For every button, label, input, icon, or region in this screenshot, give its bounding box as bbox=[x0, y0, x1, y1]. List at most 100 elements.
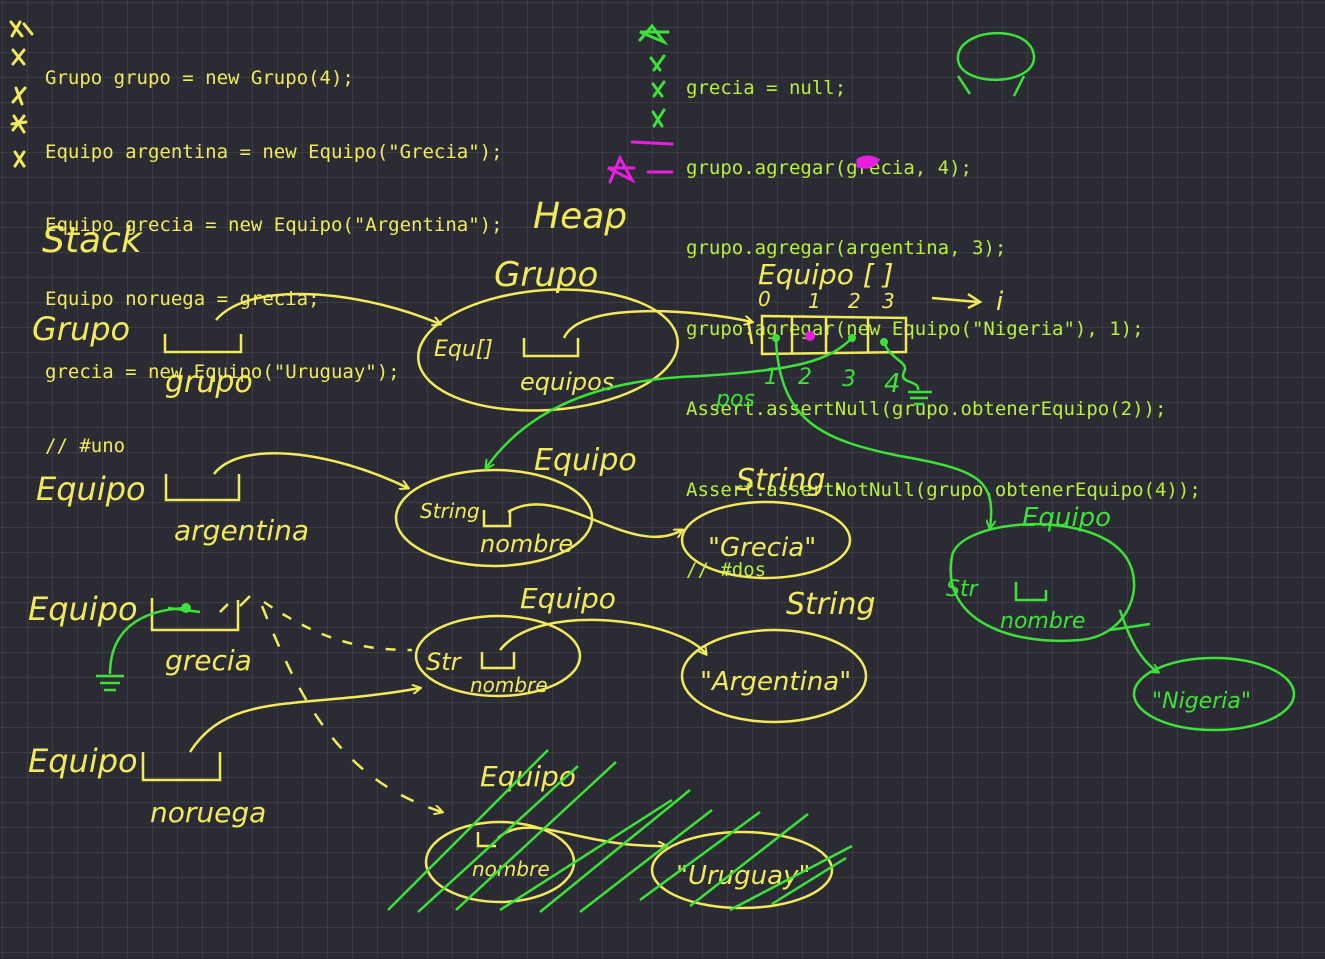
dos-annotations bbox=[96, 337, 1296, 913]
check-mark bbox=[10, 114, 28, 134]
ref-arrow bbox=[499, 618, 706, 654]
string-object-grecia bbox=[680, 500, 852, 580]
var-box-argentina bbox=[164, 474, 241, 502]
slot-dot bbox=[880, 338, 888, 346]
var-type-label: Equipo bbox=[28, 742, 138, 780]
null-ground bbox=[908, 390, 932, 406]
stack-section: Grupo grupo Equipo argentina Equipo grec… bbox=[28, 310, 309, 829]
position-label: 4 bbox=[884, 369, 901, 399]
var-box-grecia bbox=[150, 598, 240, 632]
code-block-right: grecia = null; grupo.agregar(grecia, 4);… bbox=[686, 21, 1201, 611]
position-label: 2 bbox=[798, 365, 812, 390]
check-mark bbox=[651, 108, 666, 128]
code-line: Assert.assertNotNull(grupo.obtenerEquipo… bbox=[686, 478, 1201, 501]
field-name-label: nombre bbox=[1000, 609, 1085, 634]
var-name-label: grupo bbox=[165, 365, 253, 400]
string-object-nigeria bbox=[1132, 656, 1296, 732]
code-line: Equipo argentina = new Equipo("Grecia"); bbox=[45, 140, 503, 163]
ref-arrow bbox=[497, 826, 666, 846]
array-bracket bbox=[746, 319, 754, 345]
field-type-label: Str bbox=[426, 648, 463, 676]
slot-dot bbox=[848, 334, 856, 342]
var-type-label: Equipo bbox=[36, 470, 146, 508]
object-title: String bbox=[786, 587, 876, 622]
var-name-label: noruega bbox=[150, 796, 266, 829]
check-mark bbox=[649, 54, 666, 72]
pen-marks bbox=[219, 595, 251, 613]
ref-arrow bbox=[774, 339, 991, 528]
code-line: grecia = null; bbox=[686, 76, 847, 99]
ref-arrow bbox=[215, 292, 440, 324]
ref-arrow bbox=[1118, 609, 1158, 672]
scribble-mark bbox=[856, 155, 881, 169]
var-box-grupo bbox=[163, 334, 243, 354]
check-mark bbox=[9, 20, 34, 38]
check-mark bbox=[651, 80, 666, 98]
array-index: 0 bbox=[758, 287, 771, 311]
code-line: grupo.agregar(argentina, 3); bbox=[686, 237, 1007, 260]
ref-arrow bbox=[213, 452, 408, 488]
null-line bbox=[882, 341, 920, 391]
code-check-marks-right bbox=[607, 23, 881, 184]
code-line: Assert.assertNull(grupo.obtenerEquipo(2)… bbox=[686, 398, 1167, 421]
array-dividers bbox=[790, 317, 870, 353]
stack-title: Stack bbox=[42, 220, 144, 261]
slot-dot-magenta bbox=[805, 331, 815, 341]
references bbox=[188, 292, 752, 846]
code-line: Equipo grecia = new Equipo("Argentina"); bbox=[45, 214, 503, 236]
code-block-left: Grupo grupo = new Grupo(4); Equipo argen… bbox=[45, 17, 503, 483]
check-mark bbox=[13, 150, 26, 168]
position-label: 1 bbox=[764, 365, 778, 390]
highlight-circle bbox=[956, 32, 1036, 81]
ref-arrow bbox=[562, 309, 752, 339]
index-var-label: i bbox=[996, 287, 1004, 317]
equipo-object-nigeria bbox=[949, 522, 1136, 643]
star-mark bbox=[607, 154, 636, 184]
code-line: // #uno bbox=[45, 434, 126, 457]
object-title: Equipo bbox=[534, 443, 637, 478]
string-object-argentina bbox=[680, 628, 868, 724]
code-check-marks-left bbox=[9, 20, 34, 168]
var-type-label: Equipo bbox=[28, 590, 138, 628]
code-line: grupo.agregar(new Equipo("Nigeria"), 1); bbox=[686, 317, 1144, 340]
slot-dot bbox=[772, 334, 780, 342]
field-box-equipos bbox=[522, 338, 580, 358]
null-dot bbox=[181, 603, 191, 613]
equipo-array bbox=[760, 314, 908, 356]
dashed-ref bbox=[260, 605, 442, 812]
object-title: Equipo bbox=[1022, 503, 1111, 533]
strike-mark bbox=[1012, 75, 1026, 97]
array-title: Equipo [ ] bbox=[758, 258, 894, 291]
field-type-label: String bbox=[420, 499, 480, 523]
object-title: Equipo bbox=[480, 760, 576, 793]
star-mark bbox=[638, 23, 670, 46]
array-index: 2 bbox=[848, 289, 861, 313]
equipo-object-2 bbox=[414, 614, 582, 698]
var-type-label: Grupo bbox=[32, 310, 130, 348]
check-mark bbox=[11, 86, 27, 106]
string-value: "Argentina" bbox=[700, 667, 851, 697]
field-name-label: nombre bbox=[470, 673, 548, 697]
ref-arrow bbox=[486, 337, 853, 468]
var-name-label: grecia bbox=[165, 644, 252, 677]
string-object-uruguay bbox=[650, 830, 834, 910]
heap-title: Heap bbox=[533, 196, 627, 237]
code-line: Grupo grupo = new Grupo(4); bbox=[45, 67, 354, 89]
ref-arrow bbox=[188, 688, 420, 753]
field-type-label: Equ[] bbox=[434, 337, 493, 362]
dash-mark bbox=[630, 140, 674, 146]
code-line: Equipo noruega = grecia; bbox=[45, 287, 320, 310]
field-box-nombre bbox=[480, 652, 516, 670]
cross-out-uruguay bbox=[387, 749, 853, 913]
check-mark bbox=[11, 48, 26, 66]
object-title: String . bbox=[736, 463, 845, 498]
dashed-ref bbox=[263, 600, 413, 652]
index-arrow bbox=[931, 292, 983, 310]
object-title: Grupo bbox=[494, 255, 598, 295]
string-value: "Nigeria" bbox=[1152, 689, 1251, 714]
object-title: Equipo bbox=[520, 582, 616, 615]
code-line: grecia = new Equipo("Uruguay"); bbox=[45, 361, 400, 383]
var-box-noruega bbox=[141, 752, 222, 782]
field-name-label: nombre bbox=[480, 530, 573, 558]
